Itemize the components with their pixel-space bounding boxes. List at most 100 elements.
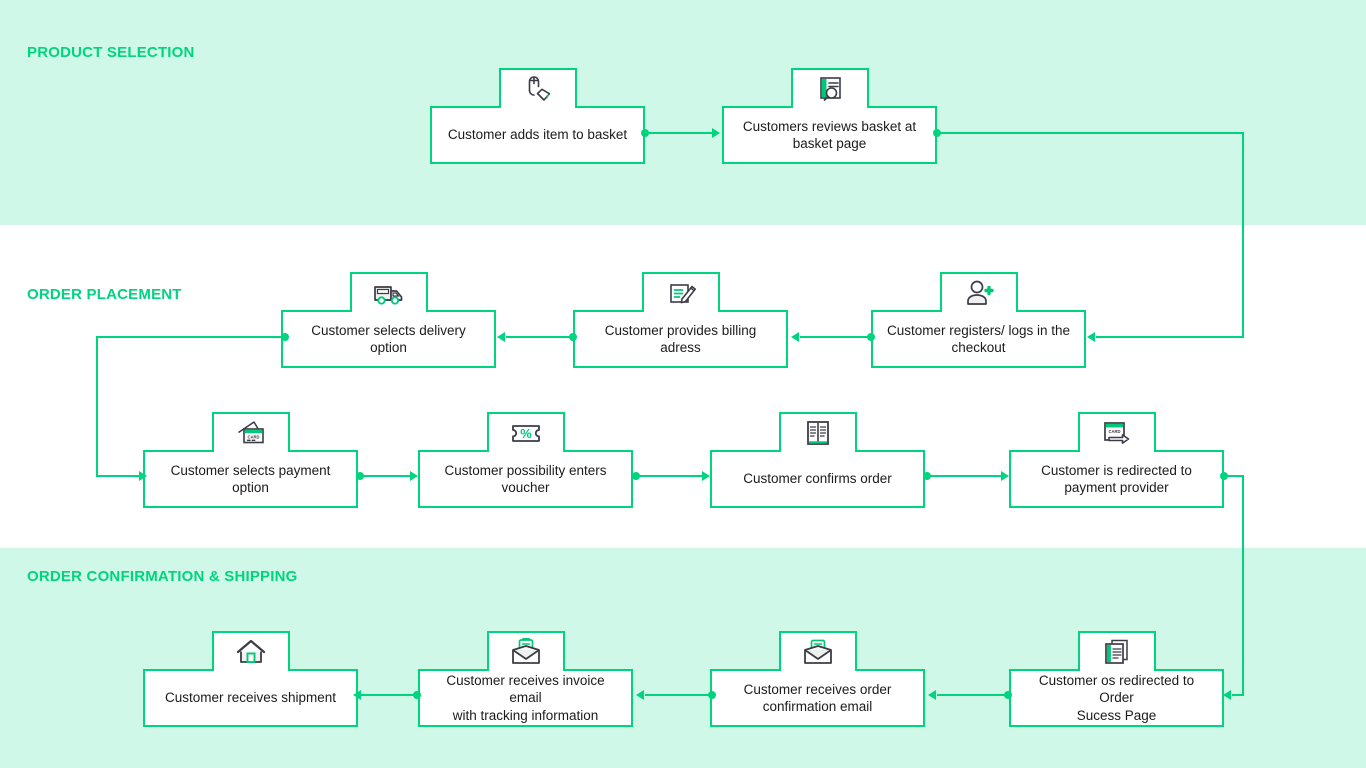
node-body[interactable]: Customers reviews basket at basket page [722,106,937,164]
node-label: Customer selects delivery option [311,322,466,355]
percent-symbol-text: % [520,426,532,441]
connector-dot-registers-checkout [867,333,875,341]
node-body[interactable]: Customer registers/ logs in the checkout [871,310,1086,368]
section-title-order-confirmation: ORDER CONFIRMATION & SHIPPING [27,568,298,585]
connector-dot-enters-voucher [632,472,640,480]
node-icon-tab [790,68,869,108]
node-label: Customer receives order confirmation ema… [743,681,892,714]
node-icon-tab: CARD [211,412,290,452]
success-pages-icon [1100,637,1134,667]
node-label: Customer confirms order [743,471,892,487]
node-label: Customer is redirected to payment provid… [1041,462,1192,495]
node-seam [351,308,426,313]
hand-tap-tag-icon [521,74,555,104]
connector-dot-payment-option [356,472,364,480]
node-icon-tab: CARD [1077,412,1156,452]
node-billing-address[interactable]: Customer provides billing adress [573,272,788,368]
envelope-invoice-icon [509,637,543,667]
user-add-icon [962,278,996,308]
node-registers-checkout[interactable]: Customer registers/ logs in the checkout [871,272,1086,368]
delivery-van-icon [372,278,406,308]
node-icon-tab [498,68,577,108]
connector-into-payment-option [96,475,140,477]
connector-provider-right [1225,475,1244,477]
arrow-into-payment-provider [1001,471,1009,481]
connector-payment-to-voucher [361,475,411,477]
node-delivery-option[interactable]: Customer selects delivery option [281,272,496,368]
node-seam [780,448,855,453]
node-icon-tab [211,631,290,671]
section-title-product-selection: PRODUCT SELECTION [27,44,195,61]
node-enters-voucher[interactable]: % Customer possibility enters voucher [418,412,633,508]
node-body[interactable]: Customer selects payment option [143,450,358,508]
arrow-into-enters-voucher [410,471,418,481]
node-body[interactable]: Customer receives shipment [143,669,358,727]
connector-dot-confirmation-email [708,691,716,699]
node-seam [941,308,1016,313]
node-payment-option[interactable]: CARD Customer selects payment option [143,412,358,508]
connector-registers-to-billing [800,336,870,338]
basket-review-magnifier-icon [813,74,847,104]
node-order-success[interactable]: Customer os redirected to Order Sucess P… [1009,631,1224,727]
node-label: Customer registers/ logs in the checkout [886,322,1071,355]
connector-confirms-to-provider [928,475,1002,477]
connector-dot-delivery-option [281,333,289,341]
order-document-icon [801,418,835,448]
node-seam [1079,448,1154,453]
node-receives-shipment[interactable]: Customer receives shipment [143,631,358,727]
node-label: Customer provides billing adress [604,322,757,355]
credit-card-icon: CARD [234,418,268,448]
arrow-into-billing-address [791,332,799,342]
node-body[interactable]: Customer receives order confirmation ema… [710,669,925,727]
node-seam [213,448,288,453]
node-seam [792,104,867,109]
node-body[interactable]: Customer provides billing adress [573,310,788,368]
form-pencil-icon [664,278,698,308]
node-payment-provider[interactable]: CARD Customer is redirected to payment p… [1009,412,1224,508]
node-label: Customer adds item to basket [447,127,628,143]
node-icon-tab: % [486,412,565,452]
arrow-into-confirmation-email [928,690,936,700]
product-selection-band [0,0,1366,225]
connector-delivery-left [96,336,286,338]
node-seam [1079,667,1154,672]
node-icon-tab [939,272,1018,312]
node-body[interactable]: Customer confirms order [710,450,925,508]
node-adds-item[interactable]: Customer adds item to basket [430,68,645,164]
node-reviews-basket[interactable]: Customers reviews basket at basket page [722,68,937,164]
node-seam [500,104,575,109]
node-body[interactable]: Customer adds item to basket [430,106,645,164]
arrow-into-invoice-email [636,690,644,700]
node-label: Customer selects payment option [170,462,331,495]
node-body[interactable]: Customer possibility enters voucher [418,450,633,508]
node-body[interactable]: Customer is redirected to payment provid… [1009,450,1224,508]
connector-reviews-right [937,132,1244,134]
node-body[interactable]: Customer selects delivery option [281,310,496,368]
connector-dot-invoice-email [413,691,421,699]
card-arrow-icon: CARD [1100,418,1134,448]
node-seam [213,667,288,672]
house-delivery-icon [234,637,268,667]
node-seam [780,667,855,672]
connector-voucher-to-confirms [637,475,703,477]
connector-billing-to-delivery [506,336,574,338]
connector-into-registers [1096,336,1244,338]
connector-confirmation-to-invoice [645,694,713,696]
card-label-text: CARD [247,434,259,439]
node-confirmation-email[interactable]: Customer receives order confirmation ema… [710,631,925,727]
node-icon-tab [641,272,720,312]
node-invoice-email[interactable]: Customer receives invoice email with tra… [418,631,633,727]
envelope-open-icon [801,637,835,667]
connector-dot-order-success [1004,691,1012,699]
node-seam [488,448,563,453]
connector-dot-payment-provider [1220,472,1228,480]
node-label: Customer receives invoice email with tra… [446,673,605,723]
node-body[interactable]: Customer os redirected to Order Sucess P… [1009,669,1224,727]
arrow-into-receives-shipment [353,690,361,700]
node-icon-tab [778,412,857,452]
node-icon-tab [778,631,857,671]
connector-success-to-confirmation [937,694,1007,696]
node-body[interactable]: Customer receives invoice email with tra… [418,669,633,727]
node-confirms-order[interactable]: Customer confirms order [710,412,925,508]
